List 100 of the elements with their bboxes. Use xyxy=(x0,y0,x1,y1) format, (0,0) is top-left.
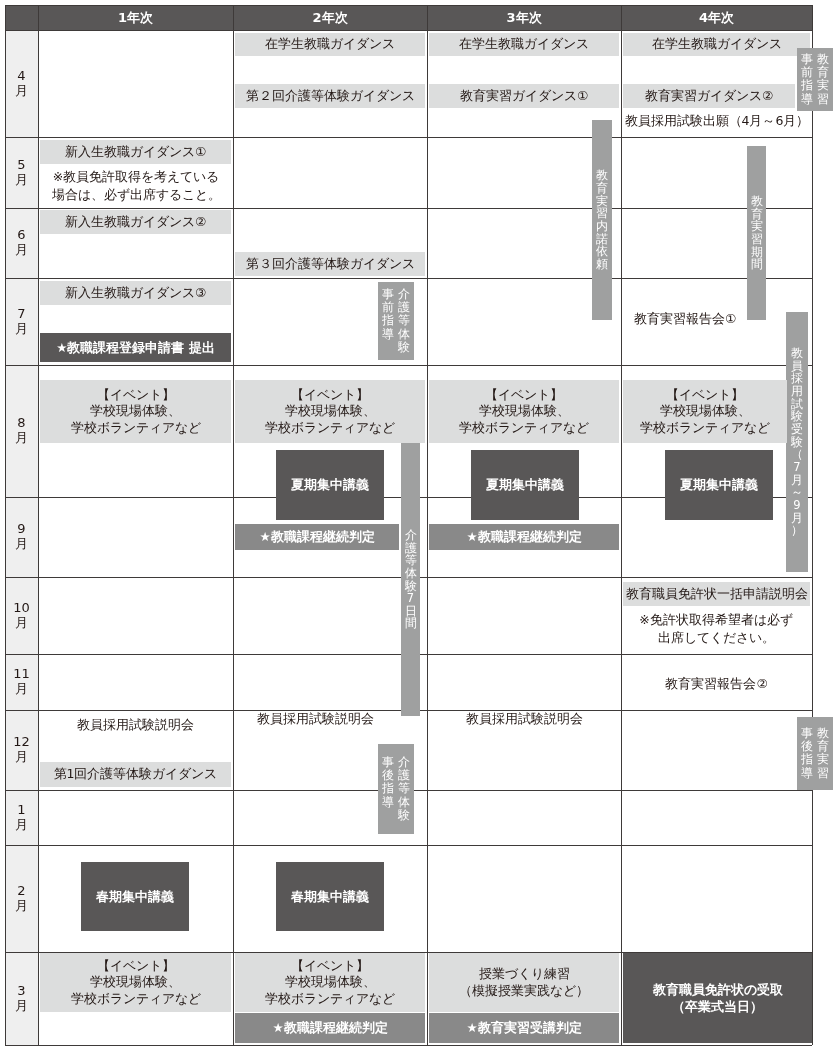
box-text: 教育実習内諾依頼 xyxy=(596,169,608,271)
box-text: 介護等体験事後指導 xyxy=(382,756,410,822)
box-text: 新入生教職ガイダンス③ xyxy=(64,284,207,302)
period-bar xyxy=(786,312,808,572)
box-text: 【イベント】 xyxy=(485,387,563,404)
month-label: 12月 xyxy=(12,735,31,765)
month-label: 2月 xyxy=(14,883,29,914)
schedule-box xyxy=(429,33,619,56)
schedule-box xyxy=(235,953,425,1012)
month-label: 4月 xyxy=(14,68,29,99)
box-text: 第1回介護等体験ガイダンス xyxy=(53,766,218,783)
year-header: 1年次 xyxy=(117,8,153,27)
schedule-box xyxy=(429,953,619,1012)
month-label: 5月 xyxy=(14,157,29,188)
box-text: ★教育実習受講判定 xyxy=(466,1018,582,1037)
lecture-box xyxy=(276,862,384,931)
box-text: 学校現場体験、 xyxy=(284,403,376,420)
schedule-box xyxy=(40,380,231,443)
schedule-box xyxy=(40,210,231,234)
box-text: （卒業式当日） xyxy=(672,998,763,1016)
schedule-note: 教員採用試験説明会 xyxy=(465,710,583,728)
period-bar xyxy=(592,120,612,320)
judgement-bar xyxy=(429,1013,619,1043)
box-text: ★教職課程登録申請書 提出 xyxy=(56,338,215,357)
month-label: 8月 xyxy=(14,416,29,446)
box-text: ★教職課程継続判定 xyxy=(259,527,375,546)
box-text: 第３回介護等体験ガイダンス xyxy=(245,255,415,273)
schedule-box xyxy=(623,380,787,443)
box-text: 在学生教職ガイダンス xyxy=(265,36,395,53)
year-header: 2年次 xyxy=(312,8,348,27)
box-text: 教員採用試験受験（7月～9月） xyxy=(791,347,803,537)
box-text: 新入生教職ガイダンス① xyxy=(64,143,207,161)
schedule-box xyxy=(235,84,425,108)
lecture-box xyxy=(665,450,773,520)
box-text: 学校現場体験、 xyxy=(478,403,570,420)
box-text: 在学生教職ガイダンス xyxy=(651,36,782,53)
box-text: 学校ボランティアなど xyxy=(70,419,201,436)
box-text: 春期集中講義 xyxy=(291,887,369,906)
schedule-box xyxy=(429,84,619,108)
month-label: 7月 xyxy=(14,306,29,337)
box-text: 介護等体験事前指導 xyxy=(382,288,410,354)
period-bar xyxy=(797,717,833,790)
box-text: 学校ボランティアなど xyxy=(459,419,589,436)
box-text: 学校現場体験、 xyxy=(90,974,181,991)
box-text: 学校現場体験、 xyxy=(90,403,181,420)
judgement-bar xyxy=(235,524,399,550)
schedule-box xyxy=(40,953,231,1012)
box-text: 教育職員免許状の受取 xyxy=(652,980,783,998)
month-label: 11月 xyxy=(12,667,31,697)
period-bar xyxy=(378,282,414,360)
lecture-box xyxy=(81,862,189,931)
lecture-box xyxy=(623,953,812,1043)
box-text: 教育実習ガイダンス① xyxy=(459,87,589,105)
box-text: 教育実習事後指導 xyxy=(801,727,829,780)
box-text: 【イベント】 xyxy=(666,387,744,404)
box-text: 学校現場体験、 xyxy=(284,974,376,991)
schedule-box xyxy=(235,33,425,56)
box-text: ★教職課程継続判定 xyxy=(272,1018,388,1037)
period-bar xyxy=(378,744,414,834)
box-text: 【イベント】 xyxy=(291,387,369,404)
box-text: 新入生教職ガイダンス② xyxy=(64,213,207,231)
schedule-box xyxy=(40,281,231,305)
year-header: 3年次 xyxy=(506,8,542,27)
lecture-box xyxy=(471,450,579,520)
month-label: 9月 xyxy=(14,522,29,552)
lecture-box xyxy=(40,333,231,362)
year-header: 4年次 xyxy=(698,8,734,27)
period-bar xyxy=(747,146,766,320)
box-text: ★教職課程継続判定 xyxy=(466,527,582,546)
schedule-box xyxy=(40,762,231,787)
schedule-box xyxy=(235,380,425,443)
month-label: 6月 xyxy=(14,228,29,258)
month-label: 3月 xyxy=(14,983,29,1014)
box-text: 介護等体験7日間 xyxy=(404,528,417,631)
schedule-box xyxy=(429,380,619,443)
schedule-note: 教育実習報告会① xyxy=(633,310,737,328)
box-text: （模擬授業実践など） xyxy=(459,982,589,999)
judgement-bar xyxy=(429,524,619,550)
box-text: 夏期集中講義 xyxy=(680,476,758,494)
box-text: 学校ボランティアなど xyxy=(70,990,201,1007)
box-text: 教育実習ガイダンス② xyxy=(644,87,774,105)
box-text: 学校ボランティアなど xyxy=(640,419,770,436)
box-text: 学校ボランティアなど xyxy=(265,990,395,1007)
box-text: 【イベント】 xyxy=(96,958,175,975)
schedule-note: 教育実習報告会② xyxy=(665,675,768,693)
schedule-box xyxy=(623,84,795,108)
box-text: 【イベント】 xyxy=(96,387,175,404)
schedule-note: ※教員免許取得を考えている場合は、必ず出席すること。 xyxy=(50,168,222,203)
schedule-note: 教員採用試験説明会 xyxy=(256,710,374,728)
schedule-box xyxy=(40,140,231,164)
box-text: 夏期集中講義 xyxy=(291,476,369,494)
box-text: 【イベント】 xyxy=(291,958,369,975)
box-text: 教育職員免許状一括申請説明会 xyxy=(625,585,808,603)
box-text: 夏期集中講義 xyxy=(486,476,564,494)
lecture-box xyxy=(276,450,384,520)
box-text: 在学生教職ガイダンス xyxy=(459,36,589,53)
judgement-bar xyxy=(235,1013,425,1043)
schedule-note: 教員採用試験説明会 xyxy=(77,716,194,734)
box-text: 第２回介護等体験ガイダンス xyxy=(245,87,415,105)
schedule-note: ※免許状取得希望者は必ず出席してください。 xyxy=(638,611,794,646)
